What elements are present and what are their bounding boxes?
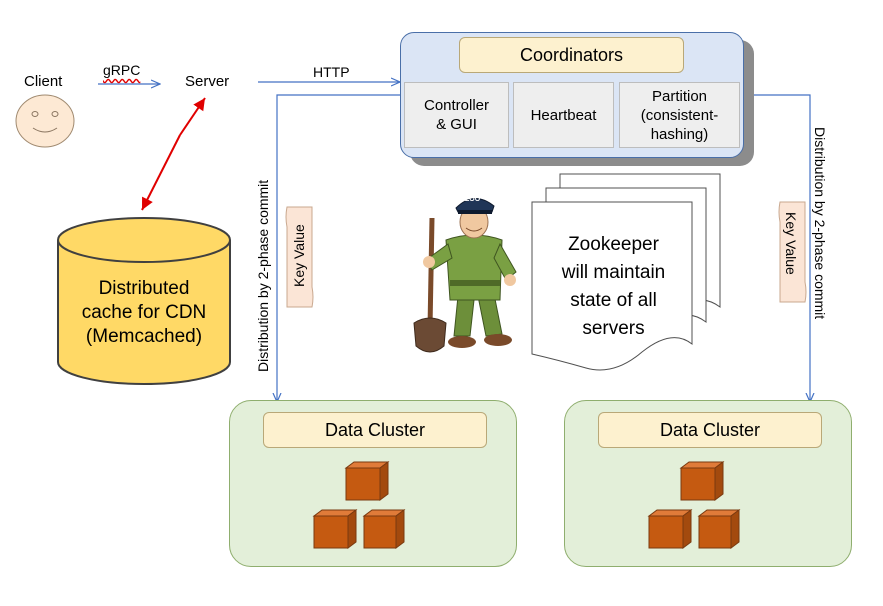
cube-icon [312,509,358,549]
key-value-left-shape [285,206,314,308]
partition-line-1: Partition [651,87,708,105]
heartbeat-box: Heartbeat [513,82,614,148]
key-value-left-label: Key Value [291,224,307,287]
controller-line-2: & GUI [436,116,477,133]
grpc-label: gRPC [103,62,141,78]
cube-icon [647,509,693,549]
controller-line-1: Controller [423,97,490,114]
coordinators-title-text: Coordinators [519,44,624,65]
note-pages-icon [531,173,721,371]
note-line-3: state of all [570,290,657,311]
http-label: HTTP [313,64,350,80]
smiley-icon [15,94,75,148]
partition-line-3: hashing) [650,125,709,143]
zookeeper-note-text: Zookeeper will maintain state of all ser… [536,231,691,343]
key-value-left-banner: Key Value [283,205,316,309]
controller-gui-box: Controller & GUI [404,82,509,148]
note-line-2: will maintain [561,262,666,283]
distribution-left-label: Distribution by 2-phase commit [255,179,271,372]
distribution-right-label: Distribution by 2-phase commit [812,127,828,320]
cache-arrow [141,134,181,211]
coordinators-title: Coordinators [459,37,684,73]
data-cluster-right-nodes [647,461,741,549]
data-cluster-left-nodes [312,461,406,549]
note-line-4: servers [582,318,645,339]
data-cluster-left-title-text: Data Cluster [324,419,426,440]
key-value-right-banner: Key Value [776,200,809,304]
zookeeper-figure-icon [413,198,517,353]
data-cluster-right-title: Data Cluster [598,412,822,448]
data-cluster-left-title: Data Cluster [263,412,487,448]
partition-box: Partition (consistent- hashing) [619,82,740,148]
key-value-right-shape [778,201,807,303]
cache-line-3: (Memcached) [85,326,203,347]
data-cluster-right-title-text: Data Cluster [659,419,761,440]
zookeeper-cap-text: ZOO [465,196,481,203]
client-label: Client [24,73,63,90]
cube-icon [679,461,725,501]
right-distribution-arrow [742,94,810,402]
key-value-right-label: Key Value [783,212,799,275]
cache-line-1: Distributed [98,278,190,299]
partition-line-2: (consistent- [640,106,719,124]
cache-line-2: cache for CDN [81,302,207,323]
cube-icon [697,509,741,549]
heartbeat-label: Heartbeat [530,106,597,124]
cache-text: Distributed cache for CDN (Memcached) [62,277,226,349]
left-distribution-arrow [277,94,400,402]
cache-arrow-back [179,97,206,136]
cube-icon [362,509,406,549]
note-line-1: Zookeeper [568,234,659,255]
server-label: Server [185,73,230,90]
cache-cylinder-icon [57,217,231,385]
cube-icon [344,461,390,501]
